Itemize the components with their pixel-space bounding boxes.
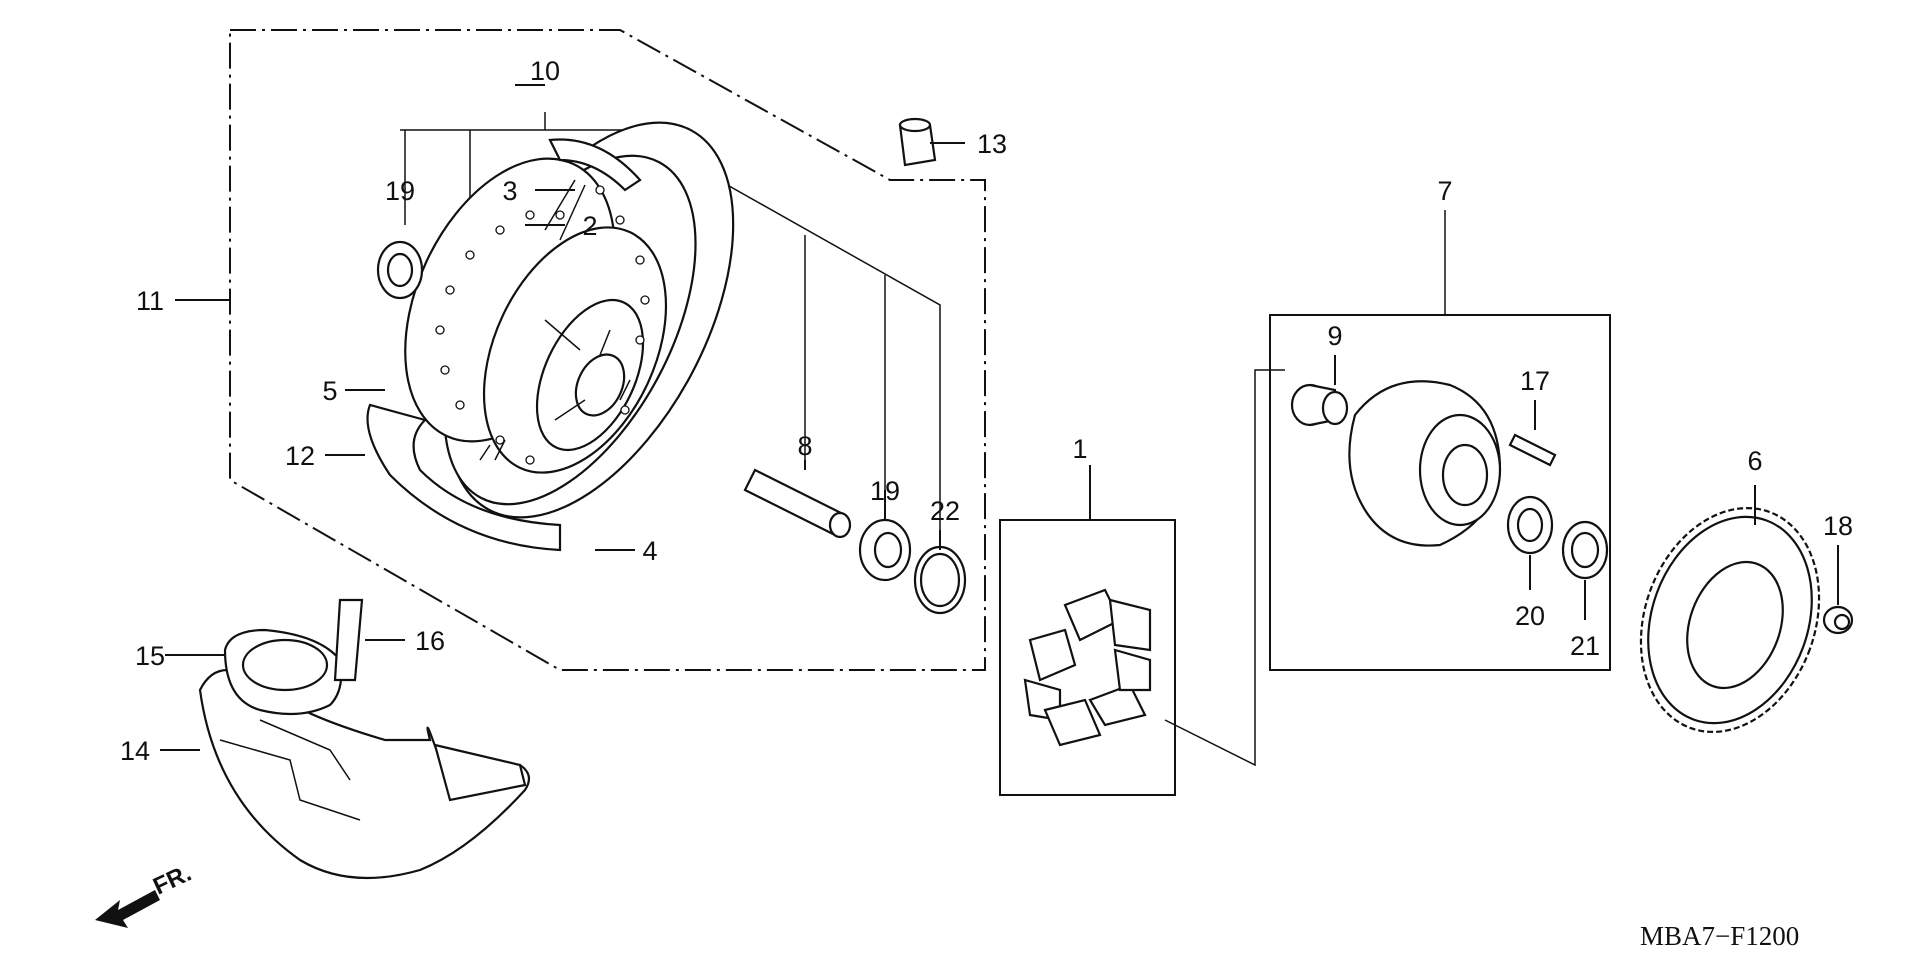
rear-wheel-icon bbox=[404, 121, 735, 519]
diagram-code: MBA7−F1200 bbox=[1640, 921, 1799, 951]
axle-collar-icon bbox=[743, 468, 852, 539]
part-number-18: 18 bbox=[1823, 511, 1853, 541]
part-number-8: 8 bbox=[797, 431, 812, 461]
inner-tube-icon bbox=[223, 598, 364, 716]
part-number-12: 12 bbox=[285, 441, 315, 471]
front-arrow-icon bbox=[95, 890, 160, 928]
damper-rubber-icon bbox=[1023, 588, 1152, 747]
oil-seal-icon bbox=[1561, 520, 1609, 580]
part-number-14: 14 bbox=[120, 736, 150, 766]
part-number-19b: 19 bbox=[870, 476, 900, 506]
part-number-2: 2 bbox=[582, 211, 597, 241]
part-number-15: 15 bbox=[135, 641, 165, 671]
bearing-icon-2 bbox=[858, 518, 912, 582]
damper-set-box bbox=[999, 519, 1176, 796]
part-number-5: 5 bbox=[322, 376, 337, 406]
part-number-6: 6 bbox=[1747, 446, 1762, 476]
wheel-subassembly-bracket bbox=[400, 129, 941, 535]
part-number-20: 20 bbox=[1515, 601, 1545, 631]
bearing-icon bbox=[376, 240, 424, 300]
driven-sprocket-icon bbox=[1639, 506, 1821, 734]
tire-icon bbox=[198, 668, 531, 880]
part-number-19a: 19 bbox=[385, 176, 415, 206]
rim-band-icon bbox=[366, 403, 562, 552]
stud-bolt-icon bbox=[1508, 433, 1557, 467]
flange-icon bbox=[1348, 380, 1502, 547]
part-number-22: 22 bbox=[930, 496, 960, 526]
valve-cap-icon bbox=[898, 117, 937, 167]
flange-nut-icon bbox=[1822, 605, 1854, 635]
bearing-icon-3 bbox=[1506, 495, 1554, 555]
part-number-1: 1 bbox=[1072, 434, 1087, 464]
part-number-7: 7 bbox=[1437, 176, 1452, 206]
part-number-17: 17 bbox=[1520, 366, 1550, 396]
part-number-9: 9 bbox=[1327, 321, 1342, 351]
collar-icon bbox=[1290, 383, 1349, 427]
part-number-10: 10 bbox=[530, 56, 560, 86]
part-number-11: 11 bbox=[136, 286, 164, 316]
part-number-16: 16 bbox=[415, 626, 445, 656]
part-number-21: 21 bbox=[1570, 631, 1600, 661]
o-ring-icon bbox=[913, 545, 967, 615]
part-number-3: 3 bbox=[502, 176, 517, 206]
final-driven-flange-box bbox=[1269, 314, 1611, 671]
part-number-4: 4 bbox=[642, 536, 657, 566]
part-number-13: 13 bbox=[977, 129, 1007, 159]
wheel-assembly-boundary bbox=[229, 29, 986, 671]
